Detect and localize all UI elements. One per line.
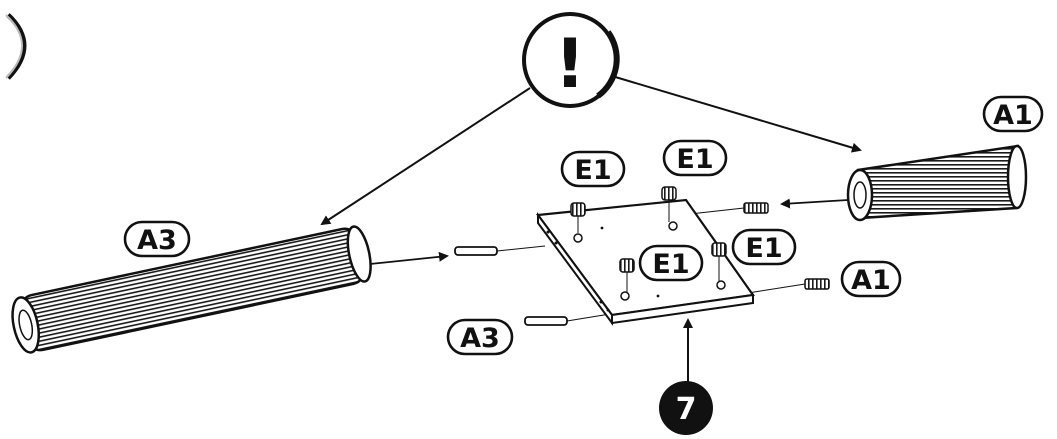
tube-a3 [11, 225, 372, 354]
svg-text:E1: E1 [574, 155, 611, 186]
cam-lock-3 [619, 258, 635, 292]
svg-text:E1: E1 [745, 233, 782, 264]
label-a3-left: A3 [123, 220, 191, 258]
svg-text:A1: A1 [851, 265, 891, 296]
label-e1-c: E1 [731, 228, 797, 266]
cam-lock-4 [711, 242, 727, 281]
warning-exclamation-icon: ! [554, 25, 585, 104]
svg-text:A1: A1 [993, 100, 1033, 131]
warning-arrow-left [320, 87, 531, 226]
warning-icon: ! [522, 12, 620, 108]
dowel-pin-lower [524, 316, 568, 326]
cam-lock-2 [661, 186, 677, 222]
svg-text:E1: E1 [652, 249, 689, 280]
threaded-bolt-upper [743, 202, 769, 214]
dowel-pin-upper [454, 246, 498, 256]
step-number-badge: 7 [659, 381, 713, 435]
label-a1-top: A1 [982, 95, 1044, 133]
label-a1-bottom: A1 [840, 260, 902, 298]
warning-arrow-right [611, 75, 862, 153]
cam-lock-1 [570, 202, 586, 233]
svg-text:A3: A3 [137, 225, 177, 256]
label-e1-b: E1 [662, 139, 728, 177]
svg-text:A3: A3 [460, 323, 500, 354]
svg-text:E1: E1 [676, 144, 713, 175]
step-number: 7 [676, 392, 697, 427]
label-e1-d: E1 [638, 244, 704, 282]
label-e1-a: E1 [560, 150, 626, 188]
label-a3-bottom: A3 [446, 318, 514, 356]
tube-a1 [846, 144, 1028, 222]
page-turn-bracket-icon [6, 13, 27, 80]
threaded-bolt-lower [804, 278, 830, 290]
